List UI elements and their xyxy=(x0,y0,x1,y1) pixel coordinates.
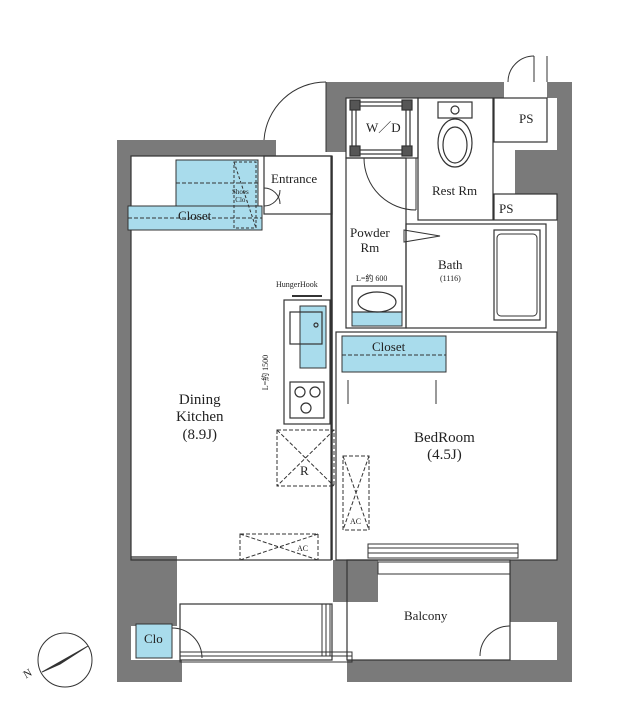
rm-label: Rm xyxy=(360,239,380,255)
wd-label: W／D xyxy=(366,120,401,135)
shoes-label: Shoes xyxy=(232,188,249,196)
shoes-clo-label: Shoes Clo xyxy=(232,188,249,204)
powder-sink xyxy=(351,311,403,327)
fridge-label: R xyxy=(300,463,309,478)
north-compass xyxy=(37,632,93,688)
rest-rm-label: Rest Rm xyxy=(432,183,478,198)
walls xyxy=(117,82,572,682)
entrance-label: Entrance xyxy=(271,171,318,186)
powder-sink-basin xyxy=(351,285,403,313)
ac-dining xyxy=(239,533,319,561)
bath-size-label: (1116) xyxy=(440,274,461,283)
kitchen-counter xyxy=(283,299,331,425)
fridge-box xyxy=(276,429,335,487)
toilet xyxy=(437,101,473,168)
doors xyxy=(171,55,548,659)
clo-label: Clo xyxy=(235,196,246,205)
dining-kitchen-label: Dining Kitchen (8.9J) xyxy=(176,392,223,444)
counter-length-label: L=約 1500 xyxy=(261,354,271,391)
bedroom-name-label: BedRoom xyxy=(414,430,475,446)
hunger-hook-label: HungerHook xyxy=(276,280,318,289)
ac-bedroom xyxy=(342,455,370,531)
washer-dryer xyxy=(349,99,413,157)
bedroom-size-label: (4.5J) xyxy=(427,447,462,464)
sink-width-label: L=約 600 xyxy=(356,274,388,283)
clo-small-label: Clo xyxy=(144,631,163,646)
ac-dining-label: AC xyxy=(297,544,309,553)
bedroom-label: BedRoom (4.5J) xyxy=(414,430,475,465)
dining-size-label: (8.9J) xyxy=(182,426,218,443)
closet-right-label: Closet xyxy=(372,339,406,354)
bath-label: Bath xyxy=(438,257,463,272)
powder-rm-label: Powder Rm xyxy=(350,225,390,256)
powder-label: Powder xyxy=(350,225,390,240)
kitchen-label: Kitchen xyxy=(176,409,224,426)
windows xyxy=(179,543,519,663)
small-closet xyxy=(135,623,173,659)
ps-mid-label: PS xyxy=(499,201,514,216)
ac-bedroom-label: AC xyxy=(350,517,362,526)
ps-top-label: PS xyxy=(519,111,534,126)
bathtub xyxy=(496,233,538,317)
balcony-label: Balcony xyxy=(404,608,448,623)
closet-right xyxy=(341,335,447,373)
closet-left-label: Closet xyxy=(178,208,212,223)
dining-label: Dining xyxy=(178,392,221,408)
